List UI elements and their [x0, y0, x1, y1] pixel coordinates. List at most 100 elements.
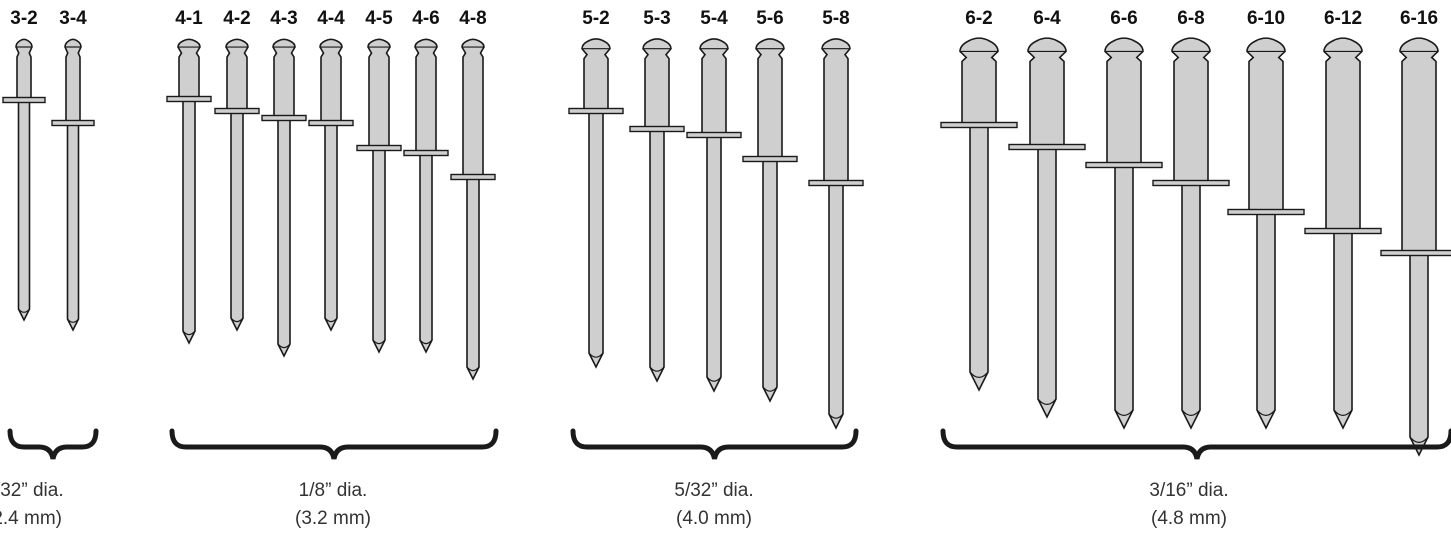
rivet-flange — [940, 121, 1018, 129]
rivet-tip — [969, 371, 989, 378]
rivet-head — [821, 38, 851, 182]
rivet-mandrel — [588, 112, 604, 369]
rivet-mandrel — [828, 184, 844, 430]
group-caption-dia: 3/16” dia. — [1149, 480, 1228, 501]
rivet-label: 4-3 — [270, 8, 297, 29]
rivet-flange — [808, 179, 864, 187]
rivet-head — [272, 38, 296, 117]
rivet-mandrel — [1333, 232, 1353, 430]
rivet: 4-2 — [214, 8, 260, 332]
rivet-flange — [629, 125, 685, 133]
rivet: 6-10 — [1227, 8, 1305, 430]
rivet-flange — [1304, 227, 1382, 235]
rivet: 5-8 — [808, 8, 864, 430]
rivet-mandrel — [649, 130, 665, 383]
group-caption-mm: (4.0 mm) — [676, 508, 752, 529]
rivet-flange — [356, 144, 402, 152]
rivet: 6-4 — [1008, 8, 1086, 419]
rivet-flange — [403, 149, 449, 157]
rivet: 4-8 — [450, 8, 496, 381]
rivet-flange — [1380, 249, 1451, 257]
rivet-label: 6-6 — [1110, 8, 1137, 29]
rivet: 4-4 — [308, 8, 354, 332]
rivet-mandrel — [1256, 213, 1276, 430]
group-brace — [7, 428, 99, 460]
rivet-label: 5-6 — [756, 8, 783, 29]
rivet-flange — [166, 95, 212, 103]
rivet-tip — [1409, 436, 1429, 443]
rivet-flange — [742, 155, 798, 163]
rivet-flange — [568, 107, 624, 115]
rivet-label: 3-4 — [59, 8, 87, 29]
rivet-head — [64, 38, 82, 122]
rivet-tip — [182, 330, 196, 336]
rivet-mandrel — [182, 100, 196, 345]
group-caption-mm: (3.2 mm) — [295, 508, 371, 529]
rivet: 6-16 — [1380, 8, 1451, 457]
rivet-tip — [372, 339, 386, 345]
rivet-head — [177, 38, 201, 98]
rivet-mandrel — [230, 112, 244, 332]
rivet-label: 5-4 — [700, 8, 728, 29]
rivet-label: 5-8 — [822, 8, 849, 29]
rivet-mandrel — [1037, 148, 1057, 419]
rivet: 4-5 — [356, 8, 402, 354]
rivet-head — [699, 38, 729, 134]
rivet-label: 4-1 — [175, 8, 203, 29]
rivet-head — [225, 38, 249, 110]
rivet-mandrel — [466, 178, 480, 381]
rivet-head — [755, 38, 785, 158]
group-brace — [169, 428, 499, 460]
rivet-head — [1323, 37, 1363, 230]
rivet: 4-6 — [403, 8, 449, 354]
rivet-label: 6-4 — [1033, 8, 1061, 29]
rivet-label: 4-8 — [459, 8, 486, 29]
rivet-head — [642, 38, 672, 128]
rivet-tip — [466, 366, 480, 372]
rivet-head — [414, 38, 438, 152]
rivet: 6-12 — [1304, 8, 1382, 430]
rivet-tip — [1181, 409, 1201, 416]
rivet-head — [1246, 37, 1286, 211]
rivet-flange — [450, 173, 496, 181]
rivet: 3-4 — [51, 8, 95, 332]
rivet-tip — [1256, 409, 1276, 416]
rivet-flange — [51, 119, 95, 127]
rivet-label: 6-2 — [965, 8, 992, 29]
rivet-tip — [588, 352, 604, 358]
rivet-head — [1104, 37, 1144, 164]
rivet-label: 4-5 — [365, 8, 393, 29]
rivet-label: 5-3 — [643, 8, 670, 29]
group-caption-dia: 3/32” dia. — [0, 480, 64, 501]
rivet-mandrel — [1114, 166, 1134, 430]
rivet-head — [319, 38, 343, 122]
rivet-label: 6-16 — [1400, 8, 1438, 29]
rivet-tip — [230, 317, 244, 323]
rivet: 4-1 — [166, 8, 212, 345]
group-caption-dia: 5/32” dia. — [674, 480, 753, 501]
rivet: 5-4 — [686, 8, 742, 393]
rivet-label: 5-2 — [582, 8, 609, 29]
rivet-mandrel — [419, 154, 433, 354]
rivet-tip — [277, 343, 291, 349]
rivet-head — [367, 38, 391, 147]
rivet-tip — [1114, 409, 1134, 416]
rivet-tip — [762, 386, 778, 392]
rivet-tip — [18, 308, 30, 313]
rivet-tip — [67, 318, 79, 323]
rivet-head — [1027, 37, 1067, 146]
group-brace — [940, 428, 1451, 460]
rivet-mandrel — [66, 124, 80, 332]
rivet-flange — [2, 96, 46, 104]
rivet-tip — [649, 366, 665, 372]
rivet-head — [581, 38, 611, 110]
rivet-head — [461, 38, 485, 176]
rivet-label: 6-12 — [1324, 8, 1362, 29]
rivet-flange — [686, 131, 742, 139]
rivet-mandrel — [1409, 254, 1429, 457]
rivet-label: 4-6 — [412, 8, 439, 29]
rivet-flange — [308, 119, 354, 127]
rivet: 4-3 — [261, 8, 307, 358]
rivet-mandrel — [324, 124, 338, 332]
